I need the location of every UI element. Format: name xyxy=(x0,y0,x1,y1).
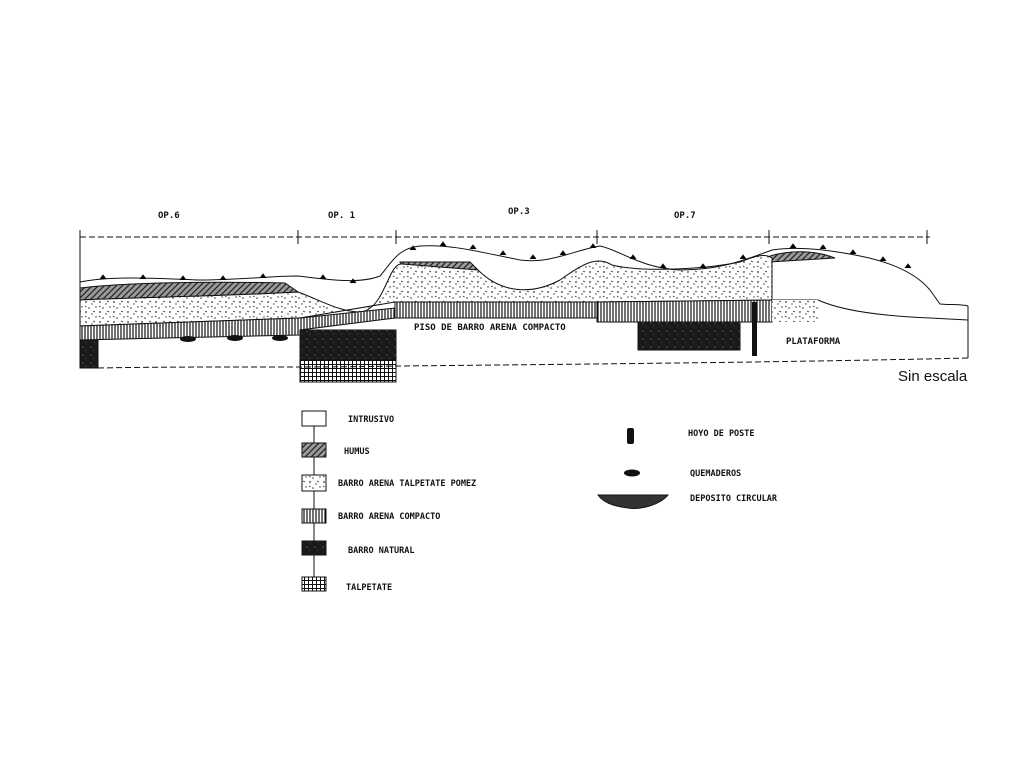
legend-label-intrusivo: INTRUSIVO xyxy=(348,415,394,425)
legend-label-natural: BARRO NATURAL xyxy=(348,546,415,556)
op7-barro-natural xyxy=(637,321,741,351)
op-label-3: OP.3 xyxy=(508,207,530,217)
datum-line xyxy=(79,230,930,244)
legend-symbol-hoyo-de-poste xyxy=(627,428,634,444)
legend-label-hoyo-de-poste: HOYO DE POSTE xyxy=(688,429,755,439)
scale-note: Sin escala xyxy=(898,368,968,385)
quemaderos-marks xyxy=(180,335,288,342)
humus-layer-platform xyxy=(769,251,836,263)
op1-talpetate xyxy=(299,359,397,383)
platform-dots xyxy=(772,300,818,322)
legend-symbol-deposito-circular xyxy=(597,494,670,509)
pomez-layer xyxy=(79,254,773,327)
legend-label-quemaderos: QUEMADEROS xyxy=(690,469,741,479)
legend-label-talpetate: TALPETATE xyxy=(346,583,392,593)
legend-swatch-compacto xyxy=(301,508,327,524)
legend-symbol-quemaderos xyxy=(624,469,640,477)
legend-label-pomez: BARRO ARENA TALPETATE POMEZ xyxy=(338,479,476,489)
op-label-1: OP. 1 xyxy=(328,211,355,221)
bottom-dashed-line xyxy=(97,357,969,369)
piso-label: PISO DE BARRO ARENA COMPACTO xyxy=(414,323,566,333)
legend-label-compacto: BARRO ARENA COMPACTO xyxy=(338,512,440,522)
op1-barro-natural xyxy=(299,329,397,361)
legend-swatch-pomez xyxy=(301,474,327,492)
legend-swatch-talpetate xyxy=(301,576,327,592)
legend-label-humus: HUMUS xyxy=(344,447,370,457)
op-label-6: OP.6 xyxy=(158,211,180,221)
legend-right: HOYO DE POSTE QUEMADEROS DEPOSITO CIRCUL… xyxy=(597,428,778,509)
op-label-7: OP.7 xyxy=(674,211,696,221)
legend-swatch-intrusivo xyxy=(301,410,327,427)
legend-left: INTRUSIVO HUMUS BARRO ARENA TALPETATE PO… xyxy=(301,410,476,593)
compacto-floor-mid xyxy=(394,301,598,319)
legend-swatch-humus xyxy=(301,442,327,458)
platform-outline xyxy=(772,299,969,321)
barro-natural-left xyxy=(79,339,99,369)
compacto-floor-right xyxy=(596,299,773,323)
post-hole xyxy=(752,302,757,356)
grass-marks xyxy=(99,241,912,284)
legend-swatch-natural xyxy=(301,540,327,556)
ground-surface-line xyxy=(79,245,969,307)
legend-label-deposito-circular: DEPOSITO CIRCULAR xyxy=(690,494,778,504)
compacto-floor-left xyxy=(79,307,396,341)
plataforma-label: PLATAFORMA xyxy=(786,337,841,347)
